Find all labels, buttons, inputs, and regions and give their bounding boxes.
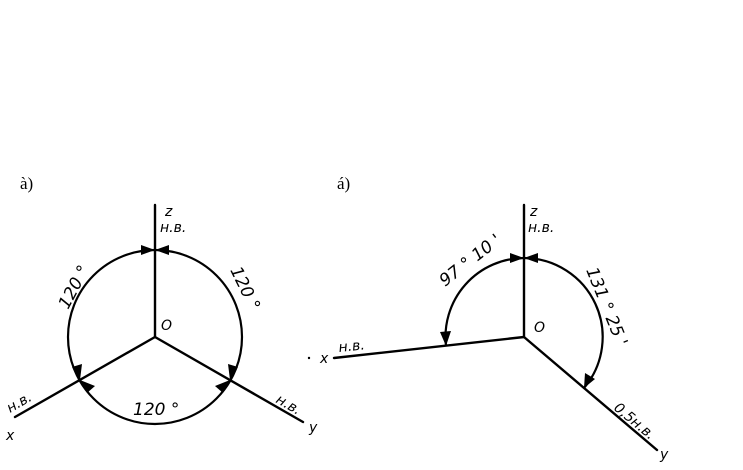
left-arrow-x-upper (72, 364, 82, 380)
left-arrow-y-lower (215, 380, 230, 393)
right-axis-y-label: y (659, 447, 669, 463)
right-axis-x-label: x (319, 351, 329, 367)
right-arrow-x (440, 331, 451, 346)
right-arrow-top-left (510, 253, 524, 263)
right-angle-zy: 131 ° 25 ' (581, 264, 631, 349)
right-caption: á) (337, 174, 350, 193)
left-angle-zy: 120 ° (226, 263, 264, 313)
right-arc-zy (523, 256, 604, 389)
left-unit-x: н.в. (4, 389, 35, 416)
right-unit-z: н.в. (528, 220, 554, 236)
left-diagram: à) z н.в. O x y н.в. н.в. 120 ° 120 ° 12… (4, 174, 318, 444)
left-origin-label: O (161, 318, 172, 334)
right-angle-zx: 97 ° 10 ' (436, 230, 506, 290)
left-unit-z: н.в. (160, 220, 186, 236)
left-angle-xy: 120 ° (133, 400, 179, 420)
left-axis-x-label: x (5, 428, 15, 444)
right-unit-x: н.в. (338, 337, 366, 356)
left-axis-x (13, 335, 157, 419)
left-arrow-top-right (155, 245, 169, 255)
left-angle-zx: 120 ° (55, 262, 94, 312)
left-axis-y (153, 335, 305, 424)
left-axis-z-label: z (164, 204, 173, 220)
right-arc-zx (444, 256, 525, 347)
right-axis-x (332, 335, 526, 360)
left-caption: à) (20, 174, 33, 193)
left-arrow-y-upper (228, 364, 238, 380)
right-diagram: á) z н.в. O x н.в. y 0,5н.в. 97 ° 10 ' 1… (307, 174, 669, 463)
right-x-tick-mark (307, 356, 311, 360)
right-axis-z-label: z (529, 204, 538, 220)
right-arrow-y (584, 373, 595, 388)
right-axis-y (522, 335, 659, 452)
left-arrow-top-left (141, 245, 155, 255)
right-unit-y: 0,5н.в. (610, 400, 657, 443)
left-arrow-x-lower (80, 380, 95, 393)
left-axis-y-label: y (308, 420, 318, 436)
right-origin-label: O (534, 320, 545, 336)
right-arrow-top-right (524, 253, 538, 263)
